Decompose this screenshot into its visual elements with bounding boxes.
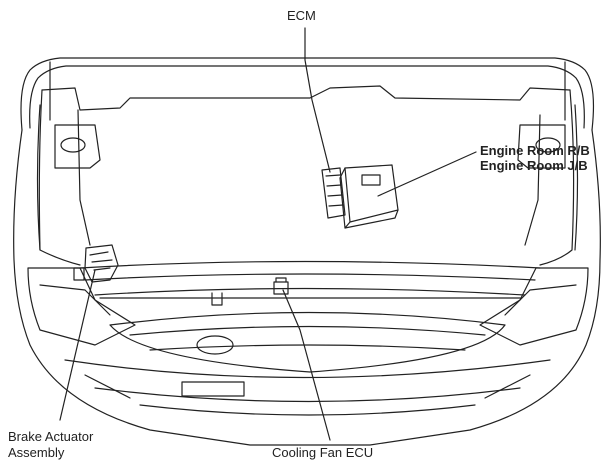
left-headlamp	[27, 267, 136, 346]
engine-room-jb-label: Engine Room J/B	[480, 158, 588, 173]
right-headlamp	[479, 267, 589, 346]
cooling-fan-ecu-unit	[273, 277, 289, 295]
front-bumper	[64, 359, 551, 416]
ecm-unit	[321, 167, 346, 219]
brake-actuator	[73, 244, 119, 283]
hood	[20, 57, 595, 131]
engine-room-relay-box	[339, 164, 399, 229]
brake-actuator-label-line1: Brake Actuator	[8, 429, 94, 444]
brake-actuator-label-line2: Assembly	[8, 445, 65, 460]
leader-lines	[59, 27, 477, 441]
car-body-outline	[13, 104, 601, 446]
front-grille	[109, 311, 506, 373]
engine-room-rb-label: Engine Room R/B	[480, 143, 590, 158]
ecm-label: ECM	[287, 8, 316, 23]
engine-bay	[38, 85, 575, 306]
cooling-fan-ecu-label: Cooling Fan ECU	[272, 445, 374, 460]
